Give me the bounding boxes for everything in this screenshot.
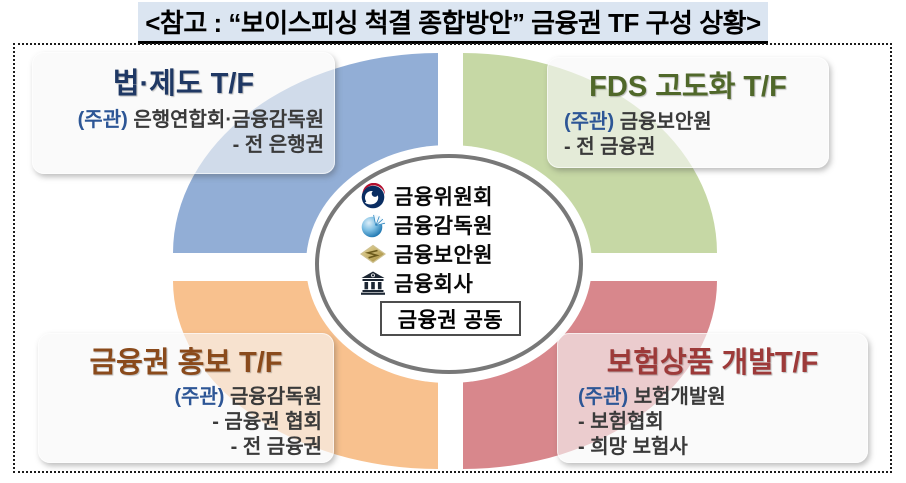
panel-insurance-tf: 보험상품 개발T/F (주관) 보험개발원 - 보험협회 - 희망 보험사 — [557, 333, 868, 463]
panel-insurance-member: - 희망 보험사 — [578, 436, 688, 458]
panel-promo-lines: (주관) 금융감독원 - 금융권 협회 - 전 금융권 — [38, 385, 334, 460]
fsi-seal-icon — [360, 244, 386, 263]
panel-insurance-lead: (주관) 보험개발원 — [578, 385, 868, 410]
org-label-fsc: 금융위원회 — [394, 185, 494, 209]
panel-legal-lines: (주관) 은행연합회·금융감독원 - 전 은행권 — [32, 108, 335, 158]
panel-promo-member: - 전 금융권 — [230, 436, 322, 458]
lead-org: 금융감독원 — [230, 386, 322, 408]
org-label-bank: 금융회사 — [394, 272, 474, 296]
org-label-fsi: 금융보안원 — [394, 243, 494, 267]
lead-org: 보험개발원 — [633, 386, 726, 408]
panel-legal-member: - 전 은행권 — [232, 134, 324, 156]
lead-label: (주관) — [174, 386, 225, 408]
panel-promo-tf: 금융권 홍보 T/F (주관) 금융감독원 - 금융권 협회 - 전 금융권 — [38, 333, 334, 463]
panel-promo-lead: (주관) 금융감독원 — [38, 385, 322, 410]
lead-org: 은행연합회·금융감독원 — [133, 109, 324, 131]
lead-label: (주관) — [77, 109, 128, 131]
org-row-fsi: 금융보안원 — [360, 239, 550, 268]
panel-legal-title: 법·제도 T/F — [112, 68, 255, 100]
panel-fds-member: - 전 금융권 — [564, 136, 656, 158]
center-circle — [315, 154, 583, 374]
panel-insurance-member: - 보험협회 — [578, 411, 664, 433]
panel-insurance-title: 보험상품 개발T/F — [606, 347, 819, 379]
panel-fds-title: FDS 고도화 T/F — [589, 71, 787, 103]
fsc-emblem-icon — [361, 182, 385, 208]
panel-fds-lines: (주관) 금융보안원 - 전 금융권 — [547, 110, 829, 160]
org-row-fss: 금융감독원 — [360, 210, 550, 239]
lead-label: (주관) — [564, 111, 615, 133]
panel-insurance-lines: (주관) 보험개발원 - 보험협회 - 희망 보험사 — [557, 385, 868, 460]
page-title-text: <참고 : “보이스피싱 척결 종합방안” 금융권 TF 구성 상황> — [138, 2, 768, 44]
lead-org: 금융보안원 — [619, 111, 712, 133]
bank-building-icon — [361, 271, 385, 295]
org-row-bank: 금융회사 — [360, 268, 550, 297]
joint-financial-sector-badge: 금융권 공동 — [380, 301, 521, 336]
fss-globe-icon — [361, 213, 386, 237]
org-row-fsc: 금융위원회 — [360, 181, 550, 210]
lead-label: (주관) — [578, 386, 629, 408]
center-organizations: 금융위원회 금융감독원 — [360, 181, 550, 297]
page-title: <참고 : “보이스피싱 척결 종합방안” 금융권 TF 구성 상황> — [0, 2, 906, 44]
org-label-fss: 금융감독원 — [394, 214, 494, 238]
panel-promo-member: - 금융권 협회 — [212, 411, 322, 433]
panel-fds-tf: FDS 고도화 T/F (주관) 금융보안원 - 전 금융권 — [547, 57, 829, 168]
diagram-frame — [13, 43, 892, 473]
panel-promo-title: 금융권 홍보 T/F — [89, 347, 283, 379]
panel-fds-lead: (주관) 금융보안원 — [564, 110, 829, 135]
panel-legal-lead: (주관) 은행연합회·금융감독원 — [32, 108, 324, 133]
panel-legal-tf: 법·제도 T/F (주관) 은행연합회·금융감독원 - 전 은행권 — [32, 52, 335, 174]
